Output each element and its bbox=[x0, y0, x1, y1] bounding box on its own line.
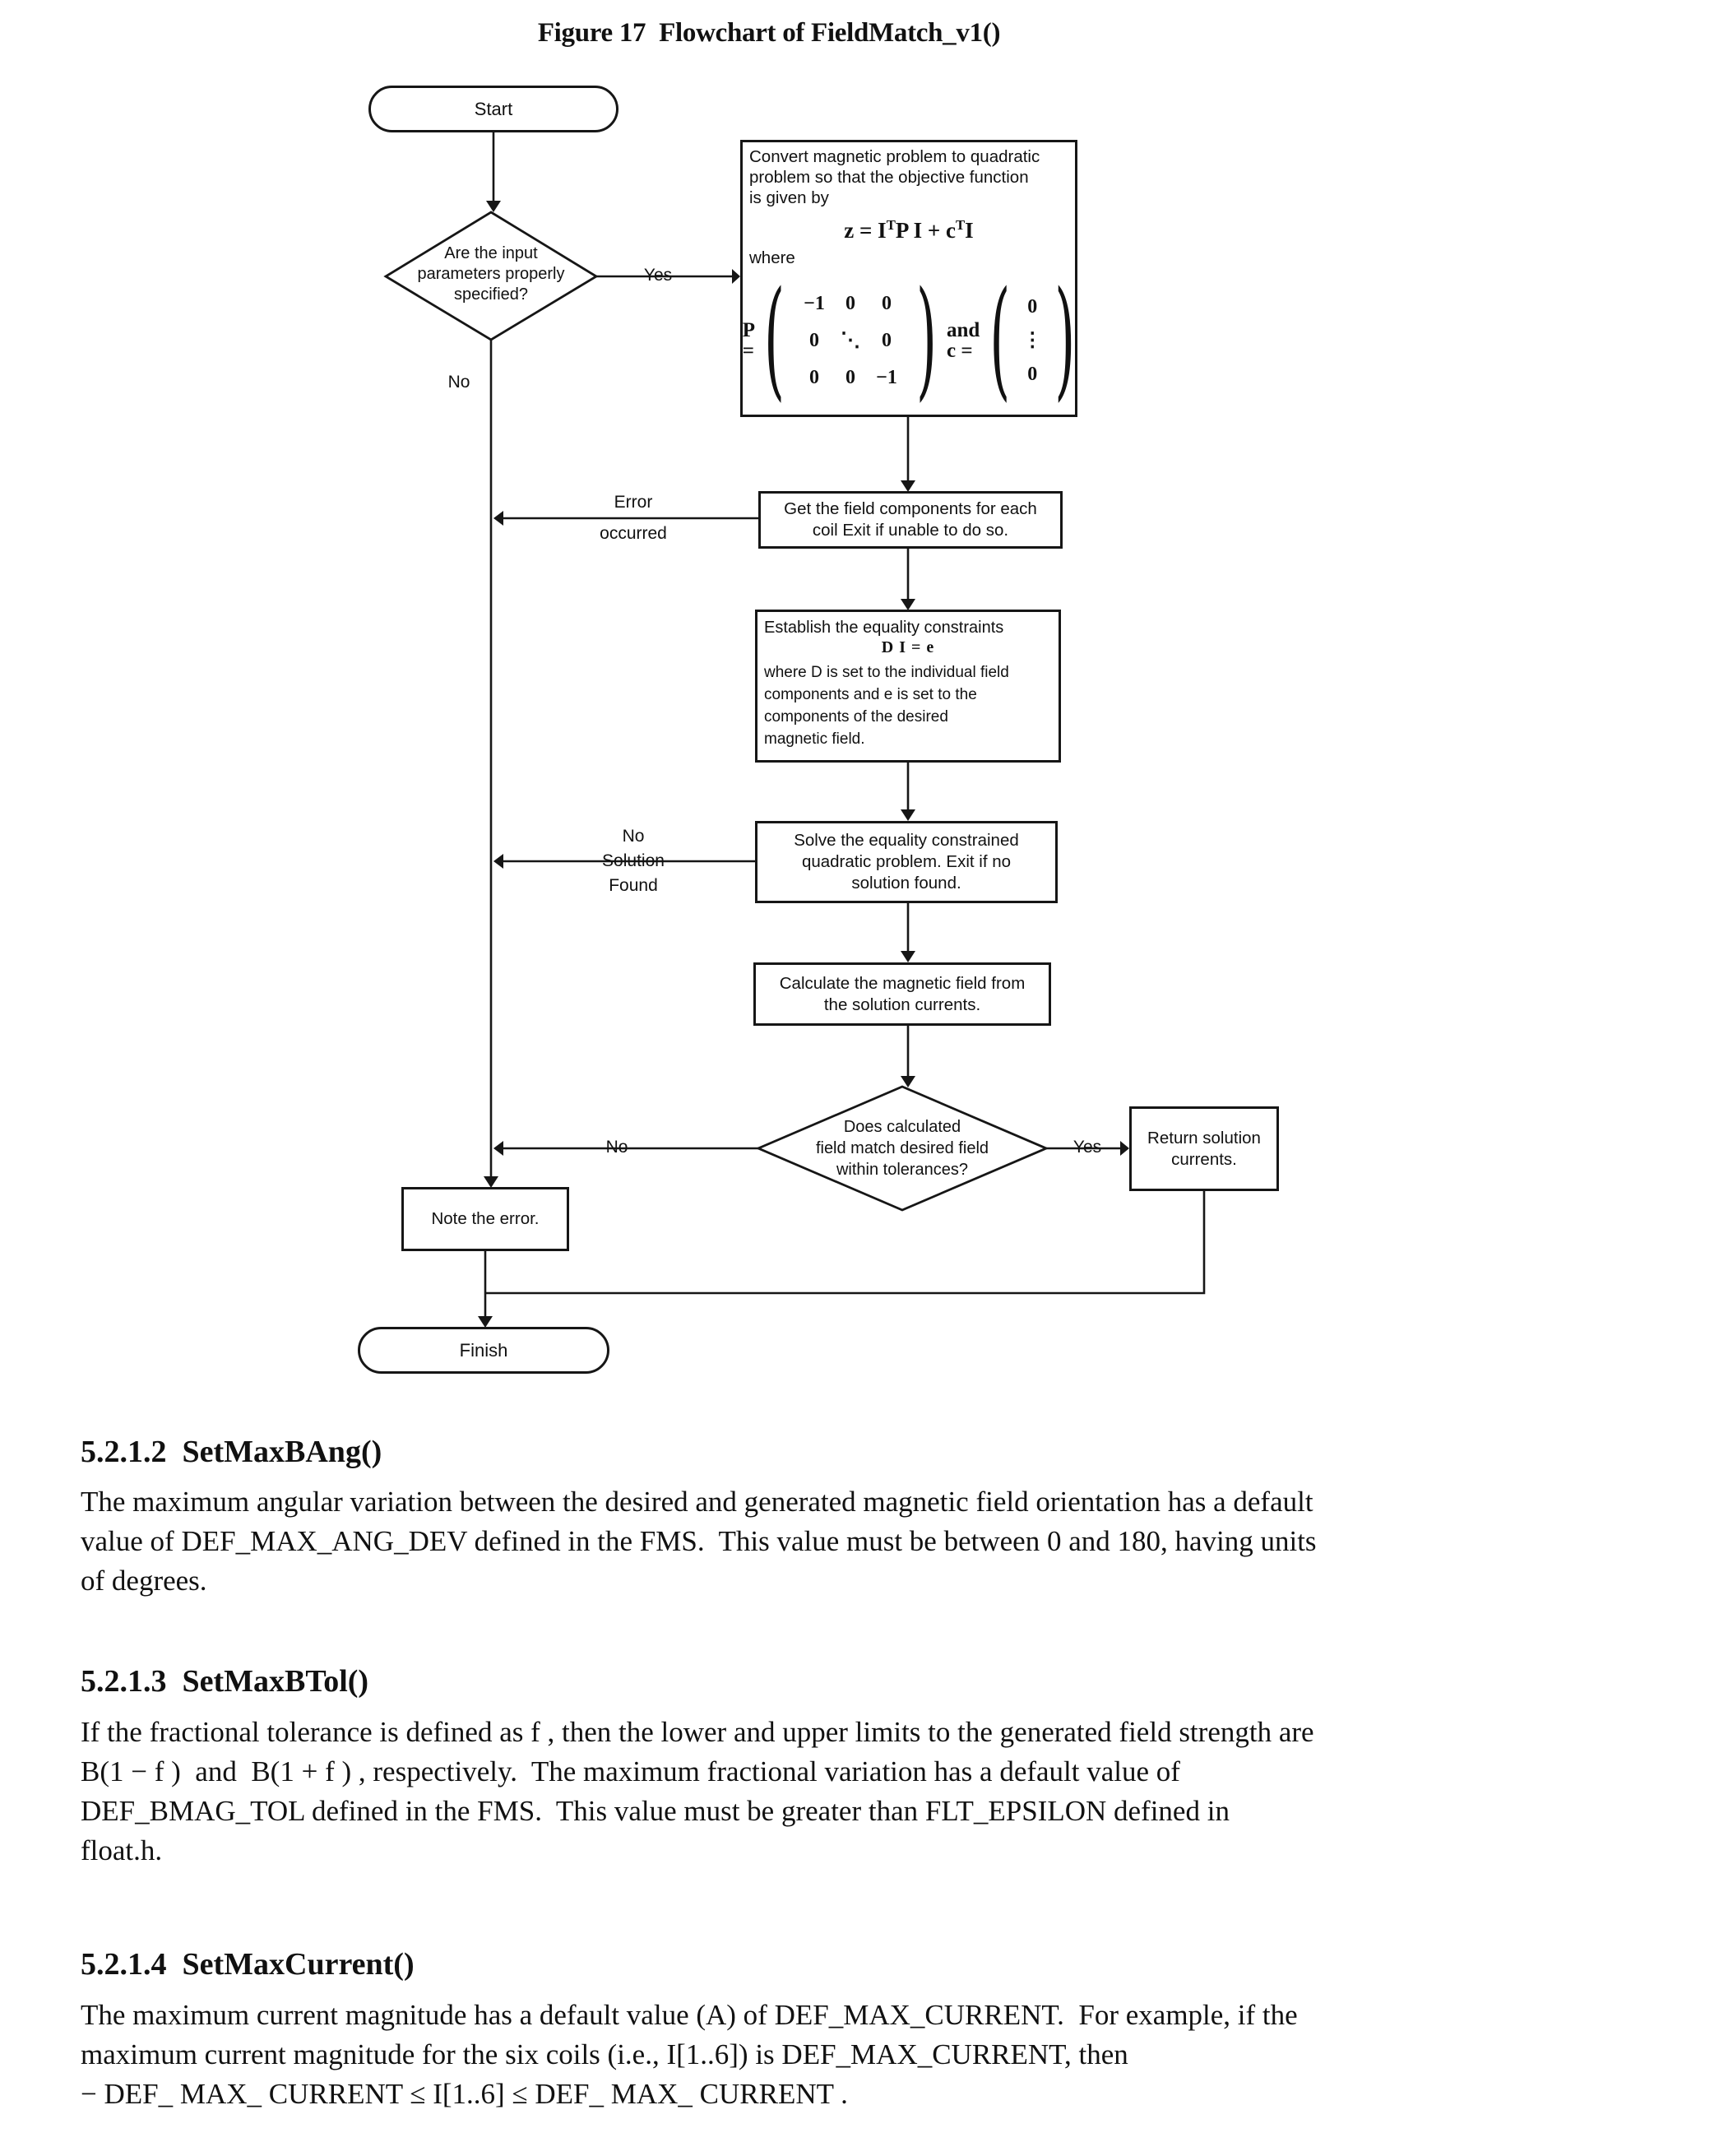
input-check-decision-label: Are the input parameters properly specif… bbox=[417, 244, 565, 304]
establish-box-line1: Establish the equality constraints bbox=[764, 619, 1004, 637]
arrowhead-right bbox=[1120, 1141, 1129, 1156]
convert-box-text: Convert magnetic problem to quadratic pr… bbox=[749, 147, 1040, 207]
arrowhead-left bbox=[493, 1141, 503, 1156]
matrix-cell: 0 bbox=[882, 329, 892, 351]
close-paren: ) bbox=[1054, 266, 1076, 415]
start-terminal: Start bbox=[368, 86, 618, 132]
open-paren: ( bbox=[764, 266, 785, 415]
p-matrix-label: P = bbox=[742, 319, 755, 362]
where-label: where bbox=[749, 248, 795, 267]
no-branch-label: No bbox=[447, 373, 470, 392]
error-occurred-label: Error occurred bbox=[600, 493, 667, 543]
p-matrix: −1 0 0 0 ⋱ 0 0 0 −1 bbox=[796, 292, 905, 388]
finish-label: Finish bbox=[459, 1339, 508, 1361]
solve-quadratic-box: Solve the equality constrained quadratic… bbox=[755, 821, 1058, 903]
vector-cell: ⋮ bbox=[1022, 329, 1043, 351]
section-heading-setmaxbtol: 5.2.1.3 SetMaxBTol() bbox=[81, 1664, 369, 1699]
formula-part: I bbox=[965, 218, 974, 243]
arrowhead-left bbox=[493, 511, 503, 526]
establish-constraints-box: Establish the equality constraints D I =… bbox=[755, 610, 1061, 763]
calculate-field-box: Calculate the magnetic field from the so… bbox=[753, 962, 1051, 1026]
transpose-superscript: T bbox=[956, 217, 966, 233]
field-match-decision-label: Does calculated field match desired fiel… bbox=[815, 1118, 989, 1179]
c-vector-label: and c = bbox=[946, 319, 980, 362]
formula-part: z = I bbox=[844, 218, 887, 243]
no-solution-found-label: No Solution Found bbox=[602, 827, 665, 895]
formula-part: P I + c bbox=[895, 218, 956, 243]
arrowhead-left bbox=[493, 854, 503, 869]
finish-terminal: Finish bbox=[358, 1327, 609, 1374]
section-heading-setmaxcurrent: 5.2.1.4 SetMaxCurrent() bbox=[81, 1947, 415, 1982]
section-body-setmaxbtol: If the fractional tolerance is defined a… bbox=[81, 1716, 1314, 1866]
transpose-superscript: T bbox=[886, 217, 896, 233]
objective-function-formula: z = ITP I + cTI bbox=[743, 215, 1075, 243]
matrix-definition: P = ( −1 0 0 0 ⋱ 0 0 0 −1 ) and c = ( 0 … bbox=[743, 267, 1075, 414]
arrowhead-down bbox=[901, 599, 915, 610]
arrowhead-down bbox=[901, 1076, 915, 1087]
get-field-components-box: Get the field components for each coil E… bbox=[758, 491, 1063, 549]
arrowhead-right bbox=[732, 269, 740, 284]
establish-box-text: where D is set to the individual field c… bbox=[764, 664, 1009, 748]
matrix-cell: ⋱ bbox=[841, 329, 860, 351]
arrowhead-down bbox=[901, 480, 915, 492]
vector-cell: 0 bbox=[1027, 295, 1038, 318]
matrix-cell: −1 bbox=[804, 292, 825, 314]
c-vector: 0 ⋮ 0 bbox=[1020, 295, 1045, 385]
matrix-cell: 0 bbox=[809, 366, 819, 388]
yes-branch-label-2: Yes bbox=[1072, 1138, 1102, 1157]
arrowhead-down bbox=[901, 809, 915, 821]
matrix-cell: −1 bbox=[876, 366, 897, 388]
figure-title: Figure 17 Flowchart of FieldMatch_v1() bbox=[537, 18, 1001, 48]
return-solution-box: Return solution currents. bbox=[1129, 1106, 1279, 1191]
arrowhead-down bbox=[901, 951, 915, 962]
section-body-setmaxcurrent: The maximum current magnitude has a defa… bbox=[81, 1999, 1298, 2110]
matrix-cell: 0 bbox=[809, 329, 819, 351]
no-branch-label-2: No bbox=[605, 1138, 628, 1157]
matrix-cell: 0 bbox=[845, 292, 855, 314]
section-body-setmaxbang: The maximum angular variation between th… bbox=[81, 1486, 1317, 1597]
vector-cell: 0 bbox=[1027, 363, 1038, 385]
open-paren: ( bbox=[989, 266, 1011, 415]
section-heading-setmaxbang: 5.2.1.2 SetMaxBAng() bbox=[81, 1435, 382, 1469]
arrowhead-down bbox=[486, 201, 501, 212]
arrowhead-down bbox=[484, 1176, 498, 1188]
close-paren: ) bbox=[916, 266, 937, 415]
convert-problem-box: Convert magnetic problem to quadratic pr… bbox=[740, 140, 1077, 417]
note-error-box: Note the error. bbox=[401, 1187, 569, 1251]
equality-constraint-formula: D I = e bbox=[881, 638, 935, 656]
arrowhead-down bbox=[478, 1316, 493, 1328]
start-label: Start bbox=[474, 98, 513, 119]
matrix-cell: 0 bbox=[882, 292, 892, 314]
yes-branch-label: Yes bbox=[643, 266, 673, 285]
matrix-cell: 0 bbox=[845, 366, 855, 388]
